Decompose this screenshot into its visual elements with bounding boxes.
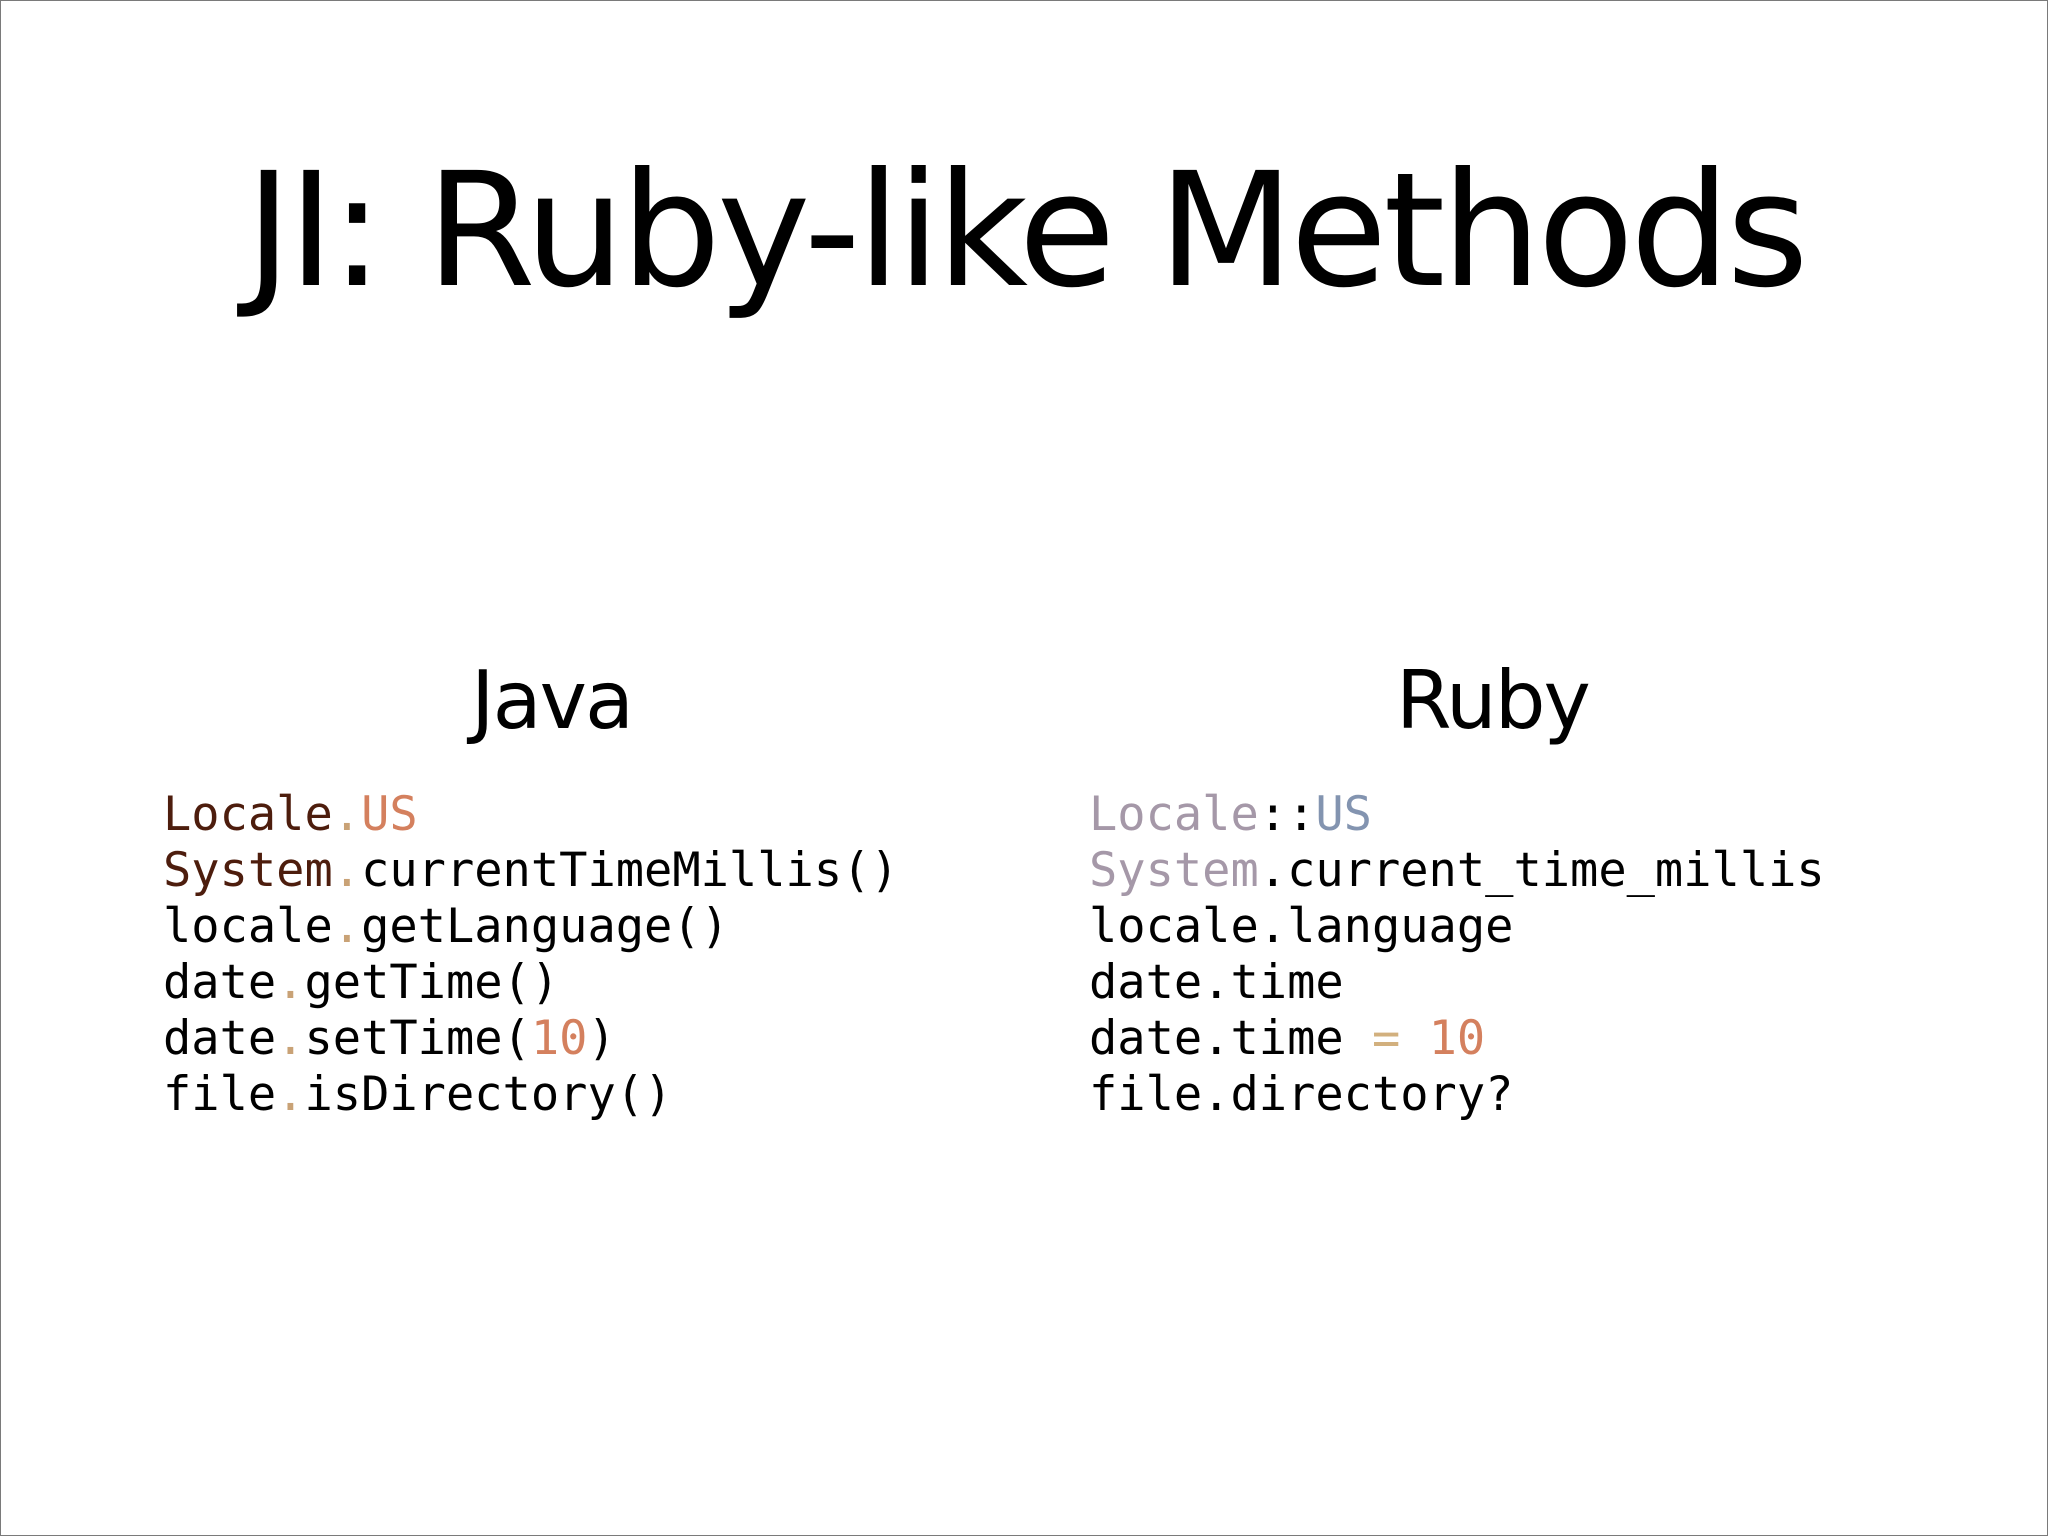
- code-token: .: [276, 1067, 305, 1122]
- code-token: [1400, 1011, 1428, 1066]
- code-token: ::: [1258, 787, 1316, 842]
- code-token: isDirectory(): [304, 1067, 673, 1122]
- code-token: date: [163, 1011, 277, 1066]
- code-token: System: [1089, 843, 1259, 898]
- code-token: .: [276, 955, 305, 1010]
- code-token: locale: [163, 899, 333, 954]
- code-token: .current_time_millis: [1258, 843, 1825, 898]
- code-token: setTime(: [304, 1011, 531, 1066]
- code-token: US: [1315, 787, 1372, 842]
- code-token: date.time: [1089, 1011, 1372, 1066]
- code-line: date.setTime(10): [163, 1011, 899, 1067]
- code-token: locale.language: [1089, 899, 1514, 954]
- code-line: file.isDirectory(): [163, 1067, 899, 1123]
- code-line: date.time = 10: [1089, 1011, 1825, 1067]
- code-token: .: [276, 1011, 305, 1066]
- code-token: getLanguage(): [361, 899, 729, 954]
- code-token: 10: [530, 1011, 588, 1066]
- code-token: currentTimeMillis(): [361, 843, 899, 898]
- code-line: locale.language: [1089, 899, 1825, 955]
- code-line: date.time: [1089, 955, 1825, 1011]
- code-token: getTime(): [304, 955, 560, 1010]
- code-token: date.time: [1089, 955, 1344, 1010]
- code-line: Locale::US: [1089, 787, 1825, 843]
- code-token: .: [332, 899, 362, 954]
- code-token: Locale: [163, 787, 333, 842]
- code-token: .: [332, 787, 362, 842]
- code-token: date: [163, 955, 277, 1010]
- code-line: Locale.US: [163, 787, 899, 843]
- code-line: locale.getLanguage(): [163, 899, 899, 955]
- code-line: System.current_time_millis: [1089, 843, 1825, 899]
- code-line: date.getTime(): [163, 955, 899, 1011]
- code-line: file.directory?: [1089, 1067, 1825, 1123]
- code-token: Locale: [1089, 787, 1259, 842]
- code-token: .: [332, 843, 362, 898]
- code-token: System: [163, 843, 333, 898]
- java-column-heading: Java: [471, 654, 634, 747]
- slide-title: JI: Ruby-like Methods: [245, 139, 1809, 323]
- code-line: System.currentTimeMillis(): [163, 843, 899, 899]
- code-token: =: [1371, 1011, 1401, 1066]
- code-token: US: [361, 787, 418, 842]
- code-token: 10: [1428, 1011, 1486, 1066]
- ruby-column-heading: Ruby: [1396, 654, 1591, 747]
- code-token: ): [587, 1011, 616, 1066]
- code-token: file.directory?: [1089, 1067, 1514, 1122]
- code-token: file: [163, 1067, 277, 1122]
